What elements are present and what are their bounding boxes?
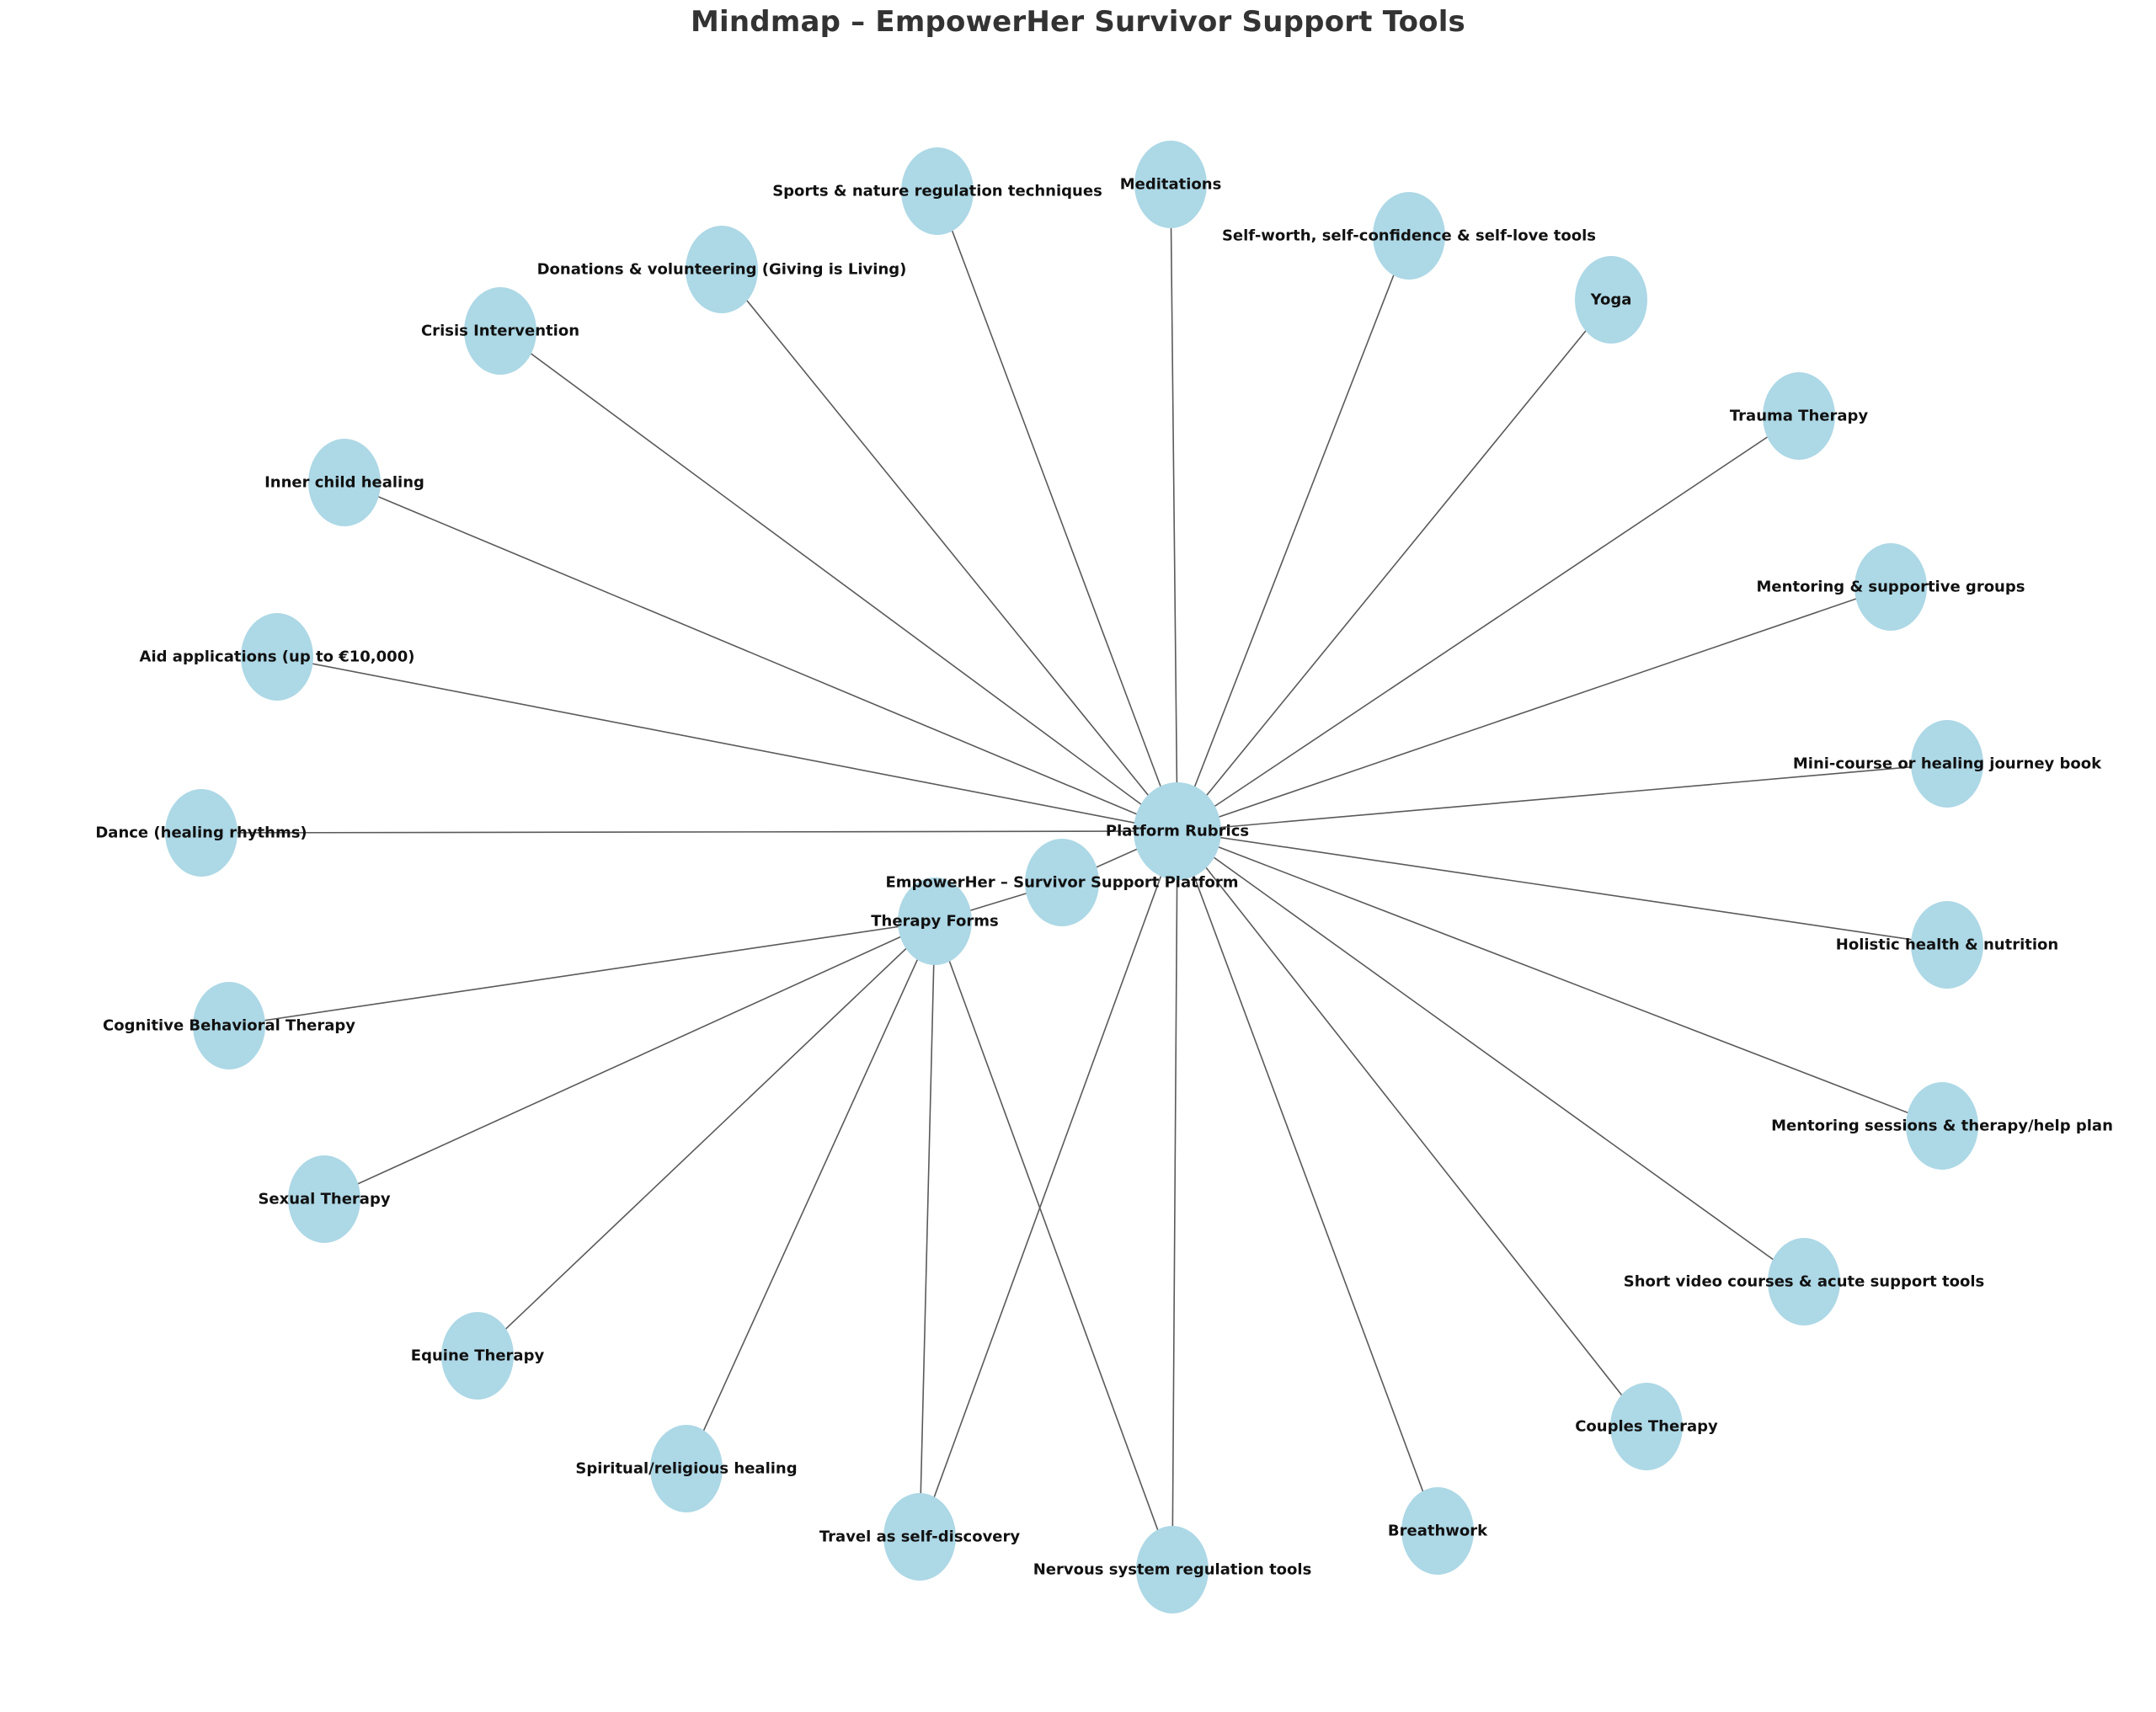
edge-forms-travel xyxy=(919,920,936,1538)
graph-node[interactable] xyxy=(288,1155,360,1243)
edge-forms-equine xyxy=(477,920,936,1357)
edge-rubrics-sports xyxy=(937,190,1178,832)
graph-node[interactable] xyxy=(193,982,265,1069)
edge-rubrics-shortvideo xyxy=(1177,830,1805,1283)
graph-node[interactable] xyxy=(1768,1238,1840,1325)
graph-node[interactable] xyxy=(1025,839,1099,926)
edge-forms-spiritual xyxy=(686,920,936,1469)
edge-rubrics-mentoring xyxy=(1177,586,1892,832)
edge-rubrics-msessions xyxy=(1177,830,1943,1127)
graph-node[interactable] xyxy=(901,147,974,235)
edge-rubrics-dance xyxy=(200,830,1178,834)
graph-node[interactable] xyxy=(1610,1383,1683,1470)
edge-rubrics-selfworth xyxy=(1177,235,1410,832)
graph-node[interactable] xyxy=(1911,901,1983,989)
edge-forms-nervous xyxy=(934,920,1173,1571)
graph-node[interactable] xyxy=(1134,141,1207,228)
graph-node[interactable] xyxy=(650,1425,723,1512)
edge-rubrics-travel xyxy=(919,830,1178,1538)
graph-node[interactable] xyxy=(1136,1526,1209,1613)
edge-forms-cbt xyxy=(228,920,936,1027)
edge-rubrics-aid xyxy=(276,656,1178,832)
graph-node[interactable] xyxy=(898,877,972,965)
graph-node[interactable] xyxy=(464,287,536,375)
edge-rubrics-donations xyxy=(721,269,1178,832)
graph-node[interactable] xyxy=(883,1493,956,1581)
edge-rubrics-breathwork xyxy=(1177,830,1438,1532)
edge-rubrics-innerchild xyxy=(344,482,1178,832)
graph-node[interactable] xyxy=(308,439,381,526)
graph-node[interactable] xyxy=(1854,543,1927,631)
page-title: Mindmap – EmpowerHer Survivor Support To… xyxy=(691,5,1465,39)
graph-node[interactable] xyxy=(1906,1082,1978,1170)
edge-rubrics-minicourse xyxy=(1177,763,1948,832)
graph-node[interactable] xyxy=(1575,256,1647,344)
graph-node[interactable] xyxy=(1401,1487,1474,1575)
edge-forms-sexual xyxy=(323,920,936,1200)
edge-rubrics-couples xyxy=(1177,830,1647,1427)
graph-node[interactable] xyxy=(1911,720,1983,808)
graph-node[interactable] xyxy=(1373,192,1445,280)
graph-node[interactable] xyxy=(1134,782,1221,880)
graph-node[interactable] xyxy=(1763,372,1835,460)
edge-rubrics-meditations xyxy=(1170,184,1178,832)
graph-node[interactable] xyxy=(441,1312,514,1400)
edge-rubrics-nervous xyxy=(1171,830,1178,1571)
graph-node[interactable] xyxy=(165,789,237,877)
edge-rubrics-yoga xyxy=(1177,299,1612,832)
edge-rubrics-holistic xyxy=(1177,830,1948,946)
edge-rubrics-trauma xyxy=(1177,415,1800,832)
graph-node[interactable] xyxy=(241,613,313,701)
graph-node[interactable] xyxy=(686,226,758,313)
edge-rubrics-crisis xyxy=(499,330,1178,832)
